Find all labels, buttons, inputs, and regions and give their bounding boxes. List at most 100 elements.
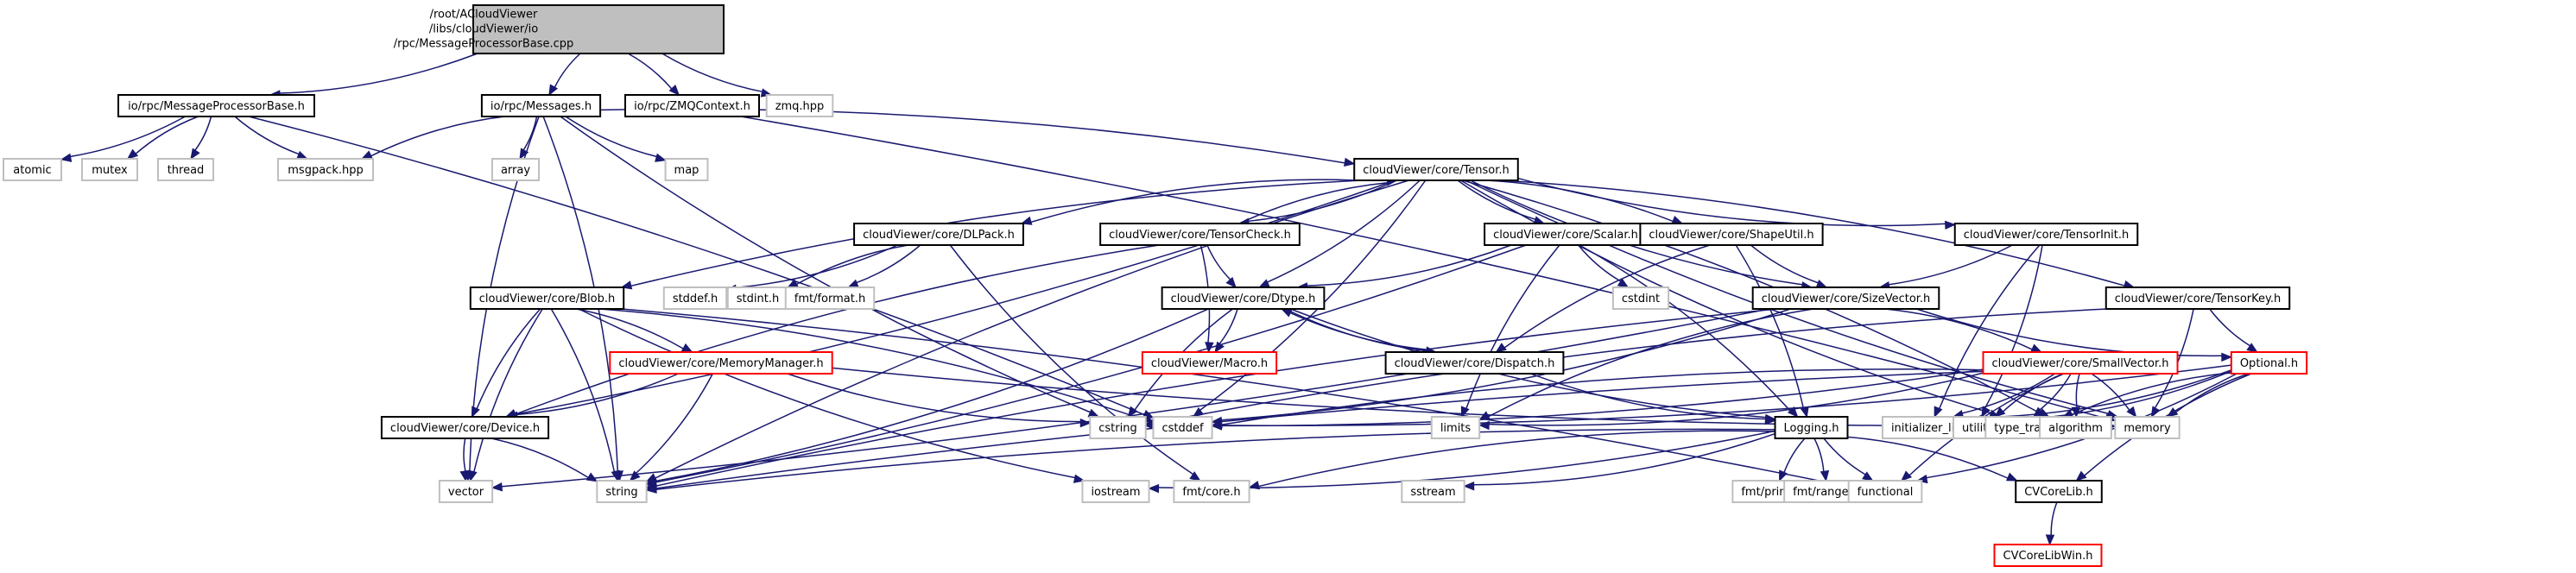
node-tensorkey-h[interactable]: cloudViewer/core/TensorKey.h [2104, 286, 2291, 310]
node-blob-h[interactable]: cloudViewer/core/Blob.h [469, 286, 625, 310]
edge-smallvector-h-to-initializer-list [1960, 373, 2055, 414]
node-box [1141, 351, 1278, 375]
edge-dtype-h-to-dispatch-h [1281, 308, 1428, 351]
nodes-layer: /root/ACloudViewer/libs/cloudViewer/io/r… [3, 4, 2308, 567]
node-smallvector-h[interactable]: cloudViewer/core/SmallVector.h [1982, 351, 2179, 375]
node-box [2230, 351, 2308, 375]
node-label: msgpack.hpp [288, 164, 363, 177]
arrowhead-icon [1225, 276, 1237, 288]
node-label: cloudViewer/core/TensorCheck.h [1109, 229, 1291, 242]
node-device-h[interactable]: cloudViewer/core/Device.h [380, 416, 550, 439]
arrowhead-icon [1994, 406, 2006, 418]
edge-messages-h-to-map [565, 116, 658, 158]
node-label: cloudViewer/core/SizeVector.h [1762, 293, 1931, 305]
edge-root-to-zmqcontext-h [627, 53, 673, 91]
node-optional-h[interactable]: Optional.h [2230, 351, 2308, 375]
node-limits[interactable]: limits [1430, 416, 1481, 439]
node-iostream[interactable]: iostream [1081, 480, 1150, 503]
edge-dtype-h-to-string [655, 308, 1209, 482]
arrowhead-icon [1127, 406, 1138, 419]
arrowhead-icon [2246, 343, 2258, 353]
arrowhead-icon [629, 470, 641, 482]
node-box [1484, 223, 1648, 246]
node-root[interactable]: /root/ACloudViewer/libs/cloudViewer/io/r… [394, 4, 725, 54]
edge-smallvector-h-to-memory [2091, 373, 2131, 412]
arrowhead-icon [1148, 483, 1160, 494]
node-cstring[interactable]: cstring [1089, 416, 1147, 439]
node-cstdint[interactable]: cstdint [1611, 286, 1670, 310]
node-box [1639, 223, 1824, 246]
node-array[interactable]: array [491, 158, 541, 181]
node-atomic[interactable]: atomic [3, 158, 62, 181]
edge-blob-h-to-vector [472, 308, 543, 473]
node-scalar-h[interactable]: cloudViewer/core/Scalar.h [1484, 223, 1648, 246]
node-box [1982, 351, 2179, 375]
node-string[interactable]: string [596, 480, 648, 503]
node-label: iostream [1091, 486, 1140, 499]
node-sizevector-h[interactable]: cloudViewer/core/SizeVector.h [1751, 286, 1940, 310]
node-box [596, 480, 648, 503]
edge-logging-h-to-cvcorelib-h [1847, 436, 2010, 480]
edge-smallvector-h-to-limits [1488, 372, 1984, 426]
node-tensorcheck-h[interactable]: cloudViewer/core/TensorCheck.h [1099, 223, 1301, 246]
arrowhead-icon [2005, 472, 2018, 482]
node-logging-h[interactable]: Logging.h [1774, 416, 1849, 439]
node-macro-h[interactable]: cloudViewer/Macro.h [1141, 351, 1278, 375]
arrowhead-icon [1478, 411, 1491, 420]
node-box [1751, 286, 1940, 310]
edge-scalar-h-to-string [655, 244, 1527, 483]
node-dtype-h[interactable]: cloudViewer/core/Dtype.h [1161, 286, 1326, 310]
node-box [784, 286, 876, 310]
node-label: cloudViewer/core/Blob.h [479, 293, 615, 305]
node-sstream[interactable]: sstream [1401, 480, 1465, 503]
node-label: cloudViewer/core/Scalar.h [1493, 229, 1638, 242]
node-memorymanager-h[interactable]: cloudViewer/core/MemoryManager.h [609, 351, 833, 375]
node-label: thread [168, 164, 205, 177]
arrowhead-icon [787, 279, 799, 288]
node-stdint-h[interactable]: stdint.h [726, 286, 789, 310]
edge-tensorcheck-h-to-tensor-h [1238, 181, 1389, 224]
node-fmt-core-h[interactable]: fmt/core.h [1173, 480, 1250, 503]
node-mutex[interactable]: mutex [81, 158, 138, 181]
node-dlpack-h[interactable]: cloudViewer/core/DLPack.h [853, 223, 1024, 246]
node-fmt-format-h[interactable]: fmt/format.h [784, 286, 876, 310]
arrowhead-icon [2126, 406, 2137, 419]
node-thread[interactable]: thread [157, 158, 214, 181]
node-functional[interactable]: functional [1847, 480, 1923, 503]
edge-blob-h-to-string [550, 308, 616, 473]
node-cvcorelib-h[interactable]: CVCoreLib.h [2015, 480, 2103, 503]
node-box [1099, 223, 1301, 246]
node-map[interactable]: map [664, 158, 709, 181]
node-box [1611, 286, 1670, 310]
node-label: CVCoreLibWin.h [2003, 550, 2093, 563]
node-vector[interactable]: vector [438, 480, 494, 503]
node-cvcorelibwin-h[interactable]: CVCoreLibWin.h [1993, 544, 2103, 567]
node-box [491, 158, 541, 181]
node-label: initializer_list [1891, 422, 1965, 435]
edge-root-to-mpb-h [278, 53, 478, 94]
node-box [1847, 480, 1923, 503]
node-stddef-h[interactable]: stddef.h [662, 286, 728, 310]
node-mpb-h[interactable]: io/rpc/MessageProcessorBase.h [117, 94, 315, 117]
node-box [1173, 480, 1250, 503]
node-messages-h[interactable]: io/rpc/Messages.h [480, 94, 602, 117]
node-box [2104, 286, 2291, 310]
node-msgpack-hpp[interactable]: msgpack.hpp [277, 158, 374, 181]
node-zmqcontext-h[interactable]: io/rpc/ZMQContext.h [624, 94, 760, 117]
node-label: map [674, 164, 699, 177]
node-memory[interactable]: memory [2114, 416, 2180, 439]
node-cstddef[interactable]: cstddef [1152, 416, 1213, 439]
node-shapeutil-h[interactable]: cloudViewer/core/ShapeUtil.h [1639, 223, 1824, 246]
node-tensor-h[interactable]: cloudViewer/core/Tensor.h [1353, 158, 1519, 181]
node-algorithm[interactable]: algorithm [2039, 416, 2112, 439]
node-box [117, 94, 315, 117]
edge-tensor-h-to-shapeutil-h [1484, 179, 1674, 223]
node-tensorinit-h[interactable]: cloudViewer/core/TensorInit.h [1953, 223, 2139, 246]
node-dispatch-h[interactable]: cloudViewer/core/Dispatch.h [1384, 351, 1565, 375]
node-box [472, 4, 725, 54]
node-label: fmt/core.h [1182, 486, 1240, 499]
arrowhead-icon [1820, 469, 1830, 482]
node-zmq-hpp[interactable]: zmq.hpp [765, 94, 834, 117]
node-label: stddef.h [673, 293, 718, 305]
